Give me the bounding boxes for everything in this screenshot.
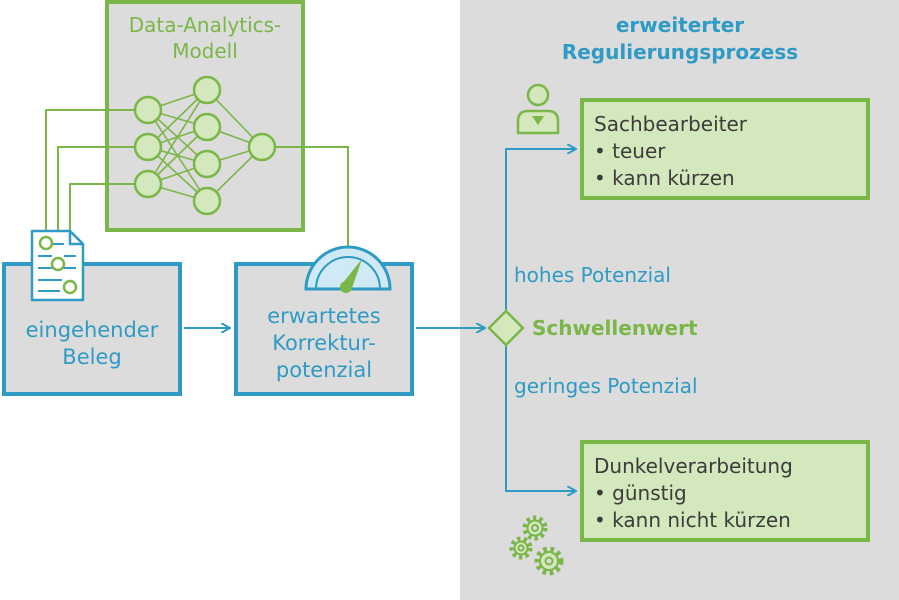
clerk-item: • kann kürzen	[594, 166, 735, 190]
input-box	[2, 262, 182, 396]
model-title-line1: Data-Analytics-	[128, 13, 282, 37]
gauge-icon	[304, 245, 392, 293]
process-title-line2: Regulierungsprozess	[561, 40, 799, 64]
expected-label-line3: potenzial	[275, 358, 373, 382]
clerk-item: • teuer	[594, 139, 666, 163]
person-icon	[516, 83, 560, 135]
clerk-box	[580, 98, 870, 200]
clerk-title: Sachbearbeiter	[594, 112, 748, 136]
process-title-line1: erweiterter	[615, 13, 745, 37]
gears-icon	[509, 515, 564, 576]
expected-label: erwartetes Korrektur- potenzial	[234, 303, 414, 384]
expected-label-line2: Korrektur-	[272, 331, 376, 355]
dark-item: • günstig	[594, 481, 687, 505]
dark-item: • kann nicht kürzen	[594, 508, 791, 532]
dark-box	[580, 440, 870, 542]
model-title-line2: Modell	[172, 39, 238, 63]
flow-arrows	[184, 149, 575, 491]
nn-connections	[147, 89, 263, 202]
neural-network-icon	[133, 75, 277, 216]
dark-text: Dunkelverarbeitung • günstig • kann nich…	[594, 453, 793, 534]
clerk-text: Sachbearbeiter • teuer • kann kürzen	[594, 111, 747, 192]
dark-title: Dunkelverarbeitung	[594, 454, 793, 478]
document-icon	[30, 229, 85, 302]
diamond-decision-icon	[487, 309, 525, 347]
low-potential-label: geringes Potenzial	[514, 374, 698, 398]
input-label: eingehender Beleg	[2, 317, 182, 371]
model-title: Data-Analytics- Modell	[105, 12, 305, 64]
high-potential-label: hohes Potenzial	[514, 263, 671, 287]
process-title: erweiterter Regulierungsprozess	[520, 12, 840, 66]
threshold-label: Schwellenwert	[532, 316, 698, 340]
input-label-line2: Beleg	[62, 345, 122, 369]
input-label-line1: eingehender	[25, 318, 159, 342]
expected-label-line1: erwartetes	[267, 304, 381, 328]
